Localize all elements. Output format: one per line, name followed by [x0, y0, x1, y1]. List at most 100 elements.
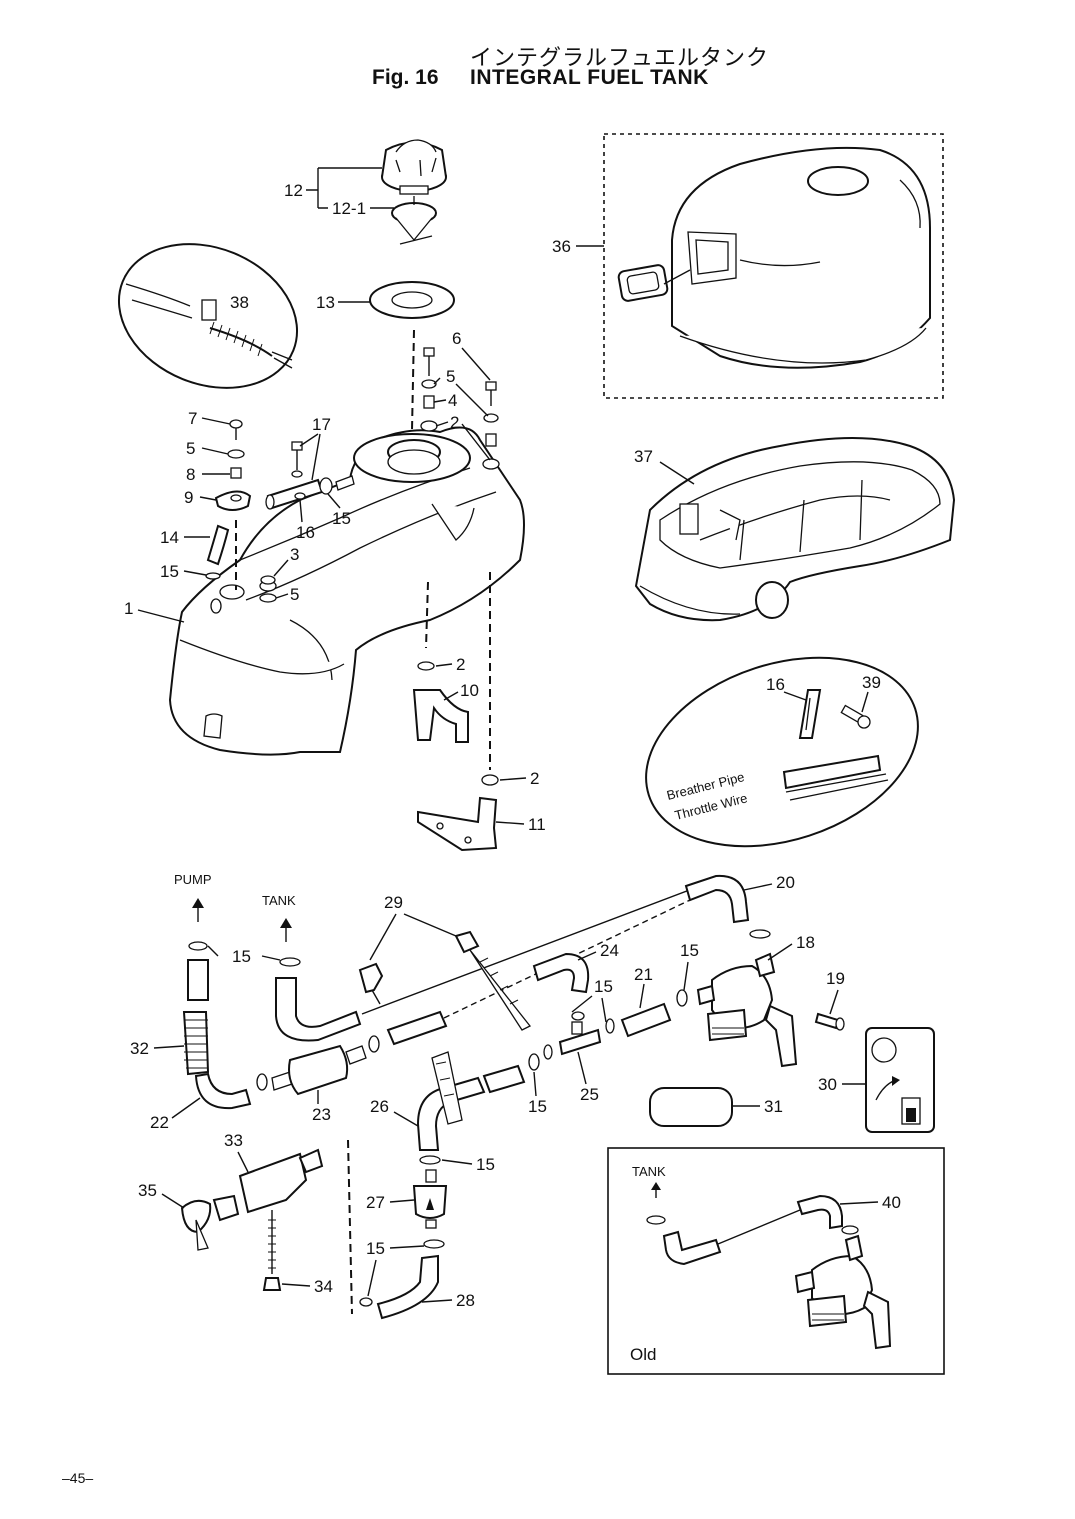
detail-circle-16-39: Breather Pipe Throttle Wire: [645, 656, 919, 848]
callout-29: 29: [369, 893, 457, 961]
old-type-box: [607, 1147, 945, 1375]
page-number: –45–: [62, 1470, 94, 1486]
hose-32: [182, 941, 210, 1076]
svg-text:39: 39: [862, 673, 881, 692]
svg-text:35: 35: [138, 1181, 157, 1200]
svg-text:1: 1: [124, 599, 133, 618]
svg-text:16: 16: [296, 523, 315, 542]
callout-13: 13: [316, 293, 370, 312]
spring-38: [209, 321, 273, 357]
svg-text:20: 20: [776, 873, 795, 892]
washers-3-5: [259, 575, 277, 603]
svg-text:5: 5: [290, 585, 299, 604]
callout-3: 3: [273, 545, 299, 577]
svg-text:27: 27: [366, 1193, 385, 1212]
callout-4: 4: [433, 391, 457, 410]
svg-text:4: 4: [448, 391, 457, 410]
svg-text:TANK: TANK: [262, 893, 296, 908]
svg-text:2: 2: [456, 655, 465, 674]
svg-text:15: 15: [332, 509, 351, 528]
fuel-cock-18: [696, 952, 798, 1068]
bolt-7: [214, 419, 252, 511]
callout-12-1: 12-1: [332, 199, 394, 218]
callout-10: 10: [443, 681, 479, 701]
callout-14: 14: [160, 528, 210, 547]
svg-text:10: 10: [460, 681, 479, 700]
callout-2a: 2: [435, 413, 491, 461]
callout-19: 19: [826, 969, 845, 1015]
svg-text:3: 3: [290, 545, 299, 564]
svg-text:15: 15: [594, 977, 613, 996]
callout-2b: 2: [435, 655, 465, 674]
tags-29: [358, 930, 532, 1031]
callout-15c: 15: [680, 941, 699, 991]
svg-text:15: 15: [366, 1239, 385, 1258]
pump-label-group: PUMP: [174, 872, 212, 922]
cap-gasket: [369, 281, 455, 319]
fuel-filler-cap: [381, 139, 447, 195]
callout-34: 34: [281, 1277, 333, 1296]
pipe-segment-15: [482, 1053, 540, 1094]
callout-31: 31: [732, 1097, 783, 1116]
tank-hose: [275, 977, 362, 1042]
svg-text:29: 29: [384, 893, 403, 912]
engine-cover: [671, 146, 931, 369]
svg-text:17: 17: [312, 415, 331, 434]
callout-8: 8: [186, 465, 230, 484]
old-fuel-line: [646, 1194, 859, 1266]
svg-text:2: 2: [530, 769, 539, 788]
callout-18: 18: [767, 933, 815, 961]
old-tank-arrow: TANK: [632, 1164, 666, 1198]
callout-32: 32: [130, 1039, 185, 1058]
label-30: [865, 1027, 935, 1133]
svg-text:22: 22: [150, 1113, 169, 1132]
hose-22: [194, 1072, 252, 1110]
svg-text:38: 38: [230, 293, 249, 312]
svg-text:9: 9: [184, 488, 193, 507]
tjoint-25: [543, 1011, 615, 1060]
svg-text:13: 13: [316, 293, 335, 312]
callout-30: 30: [818, 1075, 866, 1094]
svg-text:18: 18: [796, 933, 815, 952]
svg-text:6: 6: [452, 329, 461, 348]
fuel-tank: [168, 426, 525, 756]
svg-text:28: 28: [456, 1291, 475, 1310]
hose-24: [532, 952, 590, 994]
svg-text:15: 15: [160, 562, 179, 581]
svg-text:37: 37: [634, 447, 653, 466]
bracket-11: [417, 774, 499, 852]
svg-text:5: 5: [446, 367, 455, 386]
svg-text:21: 21: [634, 965, 653, 984]
svg-text:2: 2: [450, 413, 459, 432]
svg-text:11: 11: [528, 815, 546, 834]
svg-text:8: 8: [186, 465, 195, 484]
japanese-title: インテグラルフュエルタンク: [470, 46, 770, 71]
svg-text:26: 26: [370, 1097, 389, 1116]
callout-5c: 5: [275, 585, 299, 604]
svg-text:16: 16: [766, 675, 785, 694]
callout-38: 38: [230, 293, 249, 312]
svg-text:15: 15: [528, 1097, 547, 1116]
pipe-long-center: [361, 885, 701, 1046]
svg-text:40: 40: [882, 1193, 901, 1212]
svg-text:32: 32: [130, 1039, 149, 1058]
old-fuel-cock: [794, 1234, 892, 1350]
callout-39: 39: [861, 673, 881, 713]
callout-35: 35: [138, 1181, 185, 1209]
pipe-21: [620, 989, 688, 1038]
callout-22: 22: [150, 1097, 201, 1132]
callout-28: 28: [421, 1291, 475, 1310]
key-35: [180, 1194, 240, 1251]
figure-title: INTEGRAL FUEL TANK: [470, 66, 709, 89]
svg-text:12: 12: [284, 181, 303, 200]
svg-text:34: 34: [314, 1277, 333, 1296]
svg-text:TANK: TANK: [632, 1164, 666, 1179]
hose-14: [205, 524, 230, 580]
callout-17: 17: [299, 415, 331, 481]
callout-27: 27: [366, 1193, 415, 1212]
screw-19: [814, 1012, 845, 1031]
svg-text:15: 15: [680, 941, 699, 960]
callout-1: 1: [124, 599, 185, 623]
callout-37: 37: [634, 447, 695, 485]
